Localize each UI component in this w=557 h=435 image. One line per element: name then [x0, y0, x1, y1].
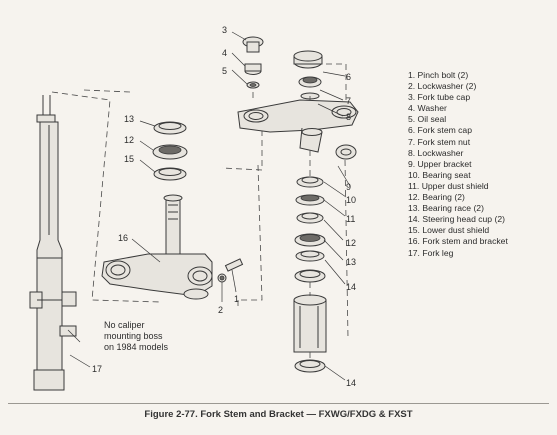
caption-divider — [8, 403, 549, 404]
callout-7: 7 — [346, 96, 351, 106]
fork-tube-cap-stack — [242, 36, 264, 89]
note-line: No caliper — [104, 320, 145, 330]
legend-item: 16. Fork stem and bracket — [408, 236, 508, 247]
callout-8: 8 — [346, 112, 351, 122]
legend-item: 8. Lockwasher — [408, 147, 464, 158]
parts-legend: 1. Pinch bolt (2) 2. Lockwasher (2) 3. F… — [408, 70, 508, 259]
legend-item: 13. Bearing race (2) — [408, 203, 484, 214]
callout-1: 1 — [234, 294, 239, 304]
callout-6: 6 — [346, 72, 351, 82]
left-bearing-stack — [152, 121, 188, 181]
legend-item: 17. Fork leg — [408, 247, 454, 258]
legend-item: 3. Fork tube cap — [408, 92, 471, 103]
callout-10: 10 — [346, 195, 356, 205]
callout-12: 12 — [346, 238, 356, 248]
callout-4: 4 — [222, 48, 227, 58]
legend-item: 6. Fork stem cap — [408, 125, 472, 136]
note-line: mounting boss — [104, 331, 163, 341]
callout-3: 3 — [222, 25, 227, 35]
legend-item: 4. Washer — [408, 103, 447, 114]
pinch-bolt — [217, 258, 244, 283]
legend-item: 10. Bearing seat — [408, 169, 471, 180]
figure-caption: Figure 2-77. Fork Stem and Bracket — FXW… — [144, 409, 413, 420]
legend-item: 9. Upper bracket — [408, 158, 472, 169]
callout-5: 5 — [222, 66, 227, 76]
legend-item: 5. Oil seal — [408, 114, 447, 125]
legend-item: 2. Lockwasher (2) — [408, 81, 477, 92]
callout-11: 11 — [346, 214, 355, 224]
upper-bracket — [237, 99, 359, 160]
callout-9: 9 — [346, 182, 351, 192]
legend-item: 14. Steering head cup (2) — [408, 214, 505, 225]
callout-16: 16 — [118, 233, 128, 243]
callout-14-upper: 14 — [346, 282, 356, 292]
legend-item: 12. Bearing (2) — [408, 192, 465, 203]
callout-15: 15 — [124, 154, 134, 164]
note-line: on 1984 models — [104, 342, 169, 352]
legend-item: 1. Pinch bolt (2) — [408, 70, 469, 80]
fork-stem-and-bracket — [101, 194, 213, 300]
exploded-view-drawing: 3 4 5 6 7 8 9 10 11 12 13 14 14 13 12 15… — [29, 25, 359, 391]
callout-13-left: 13 — [124, 114, 134, 124]
caliper-boss-note: No caliper mounting boss on 1984 models — [104, 320, 214, 353]
legend-item: 11. Upper dust shield — [408, 180, 489, 191]
callout-12-left: 12 — [124, 135, 134, 145]
callout-14-lower: 14 — [346, 378, 356, 388]
fork-leg — [29, 95, 77, 391]
legend-item: 15. Lower dust shield — [408, 225, 490, 236]
legend-item: 7. Fork stem nut — [408, 136, 471, 147]
callout-13-right: 13 — [346, 257, 356, 267]
callout-2: 2 — [218, 305, 223, 315]
callout-17: 17 — [92, 364, 102, 374]
